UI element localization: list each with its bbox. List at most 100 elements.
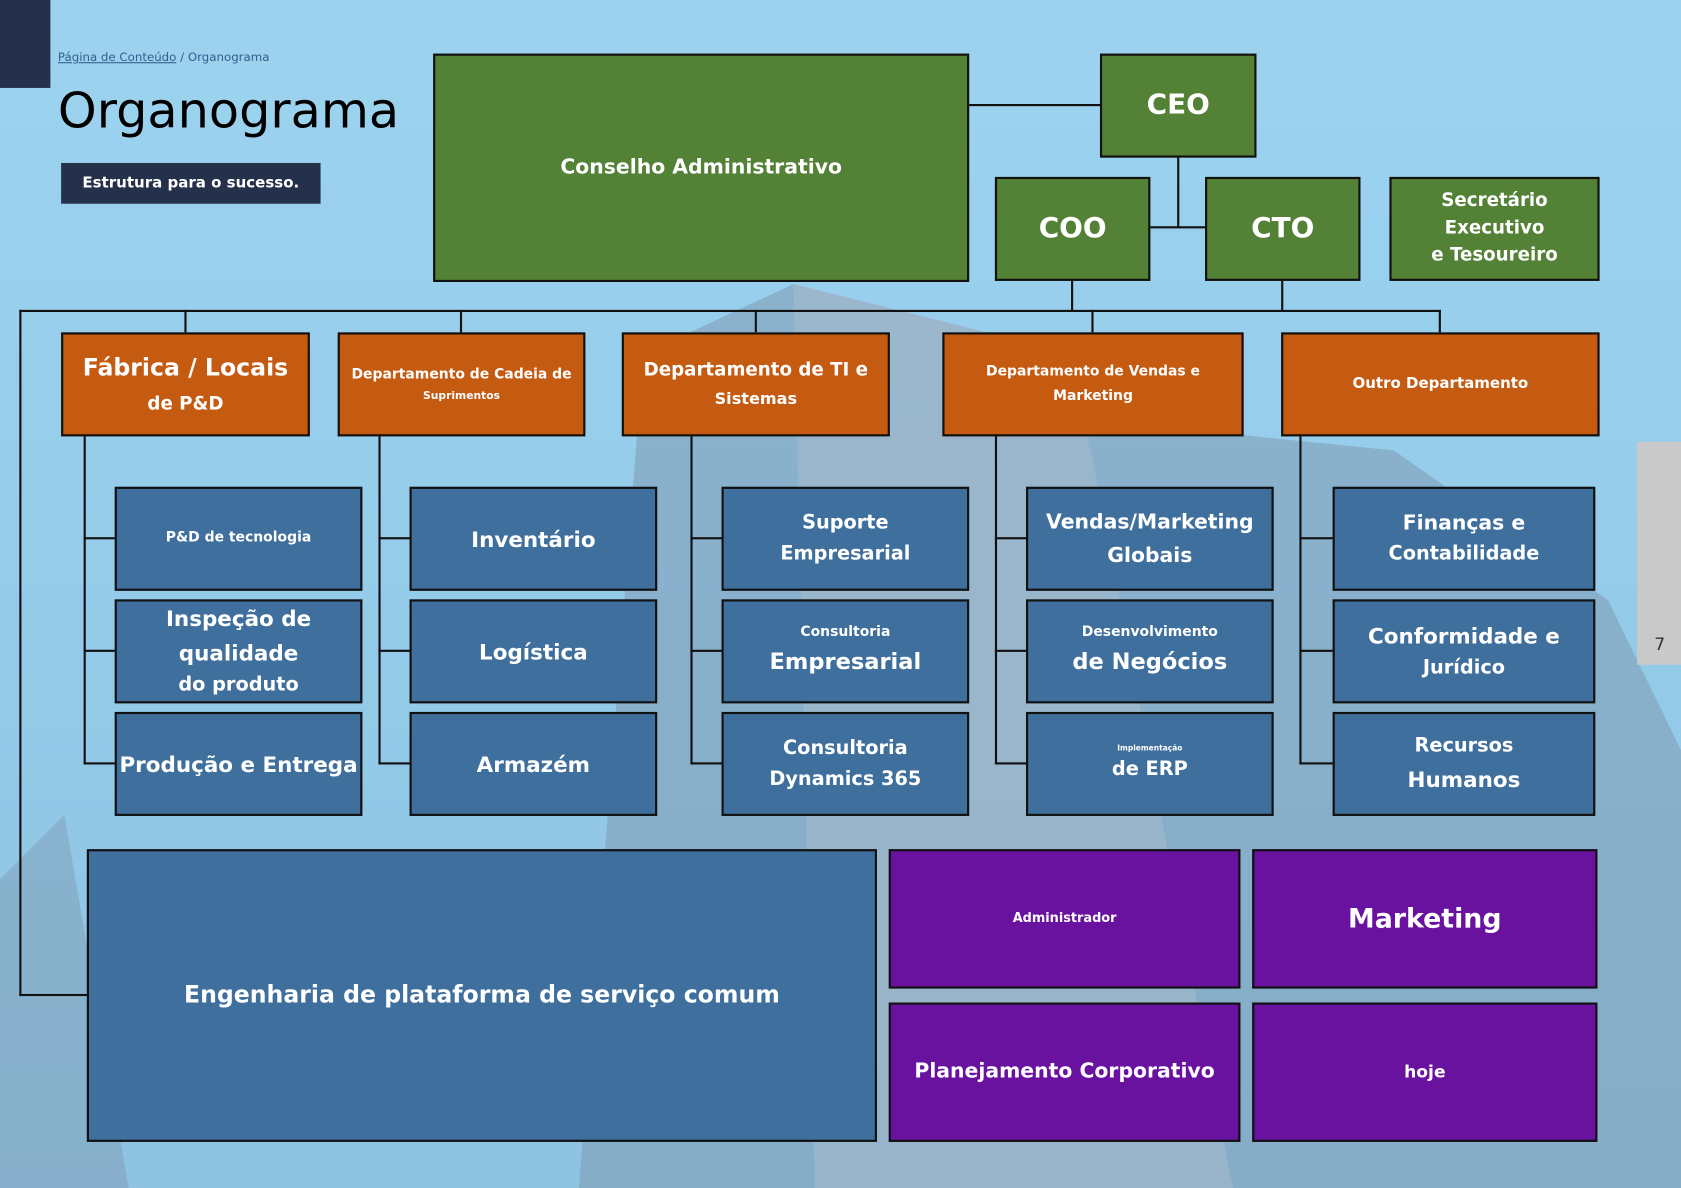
unit-label: de ERP <box>1111 757 1188 781</box>
page-title: Organograma <box>57 81 400 140</box>
department-box: Fábrica / Locais de P&D <box>61 332 310 437</box>
breadcrumb: Página de Conteúdo / Organograma <box>58 50 270 64</box>
unit-label: Finanças e <box>1402 511 1526 535</box>
department-label: Outro Departamento <box>1352 374 1529 392</box>
connector <box>994 762 1026 765</box>
unit-label: Implementação <box>1117 743 1183 753</box>
cto-box: CTO <box>1205 176 1361 281</box>
connector <box>994 537 1026 540</box>
unit-label: de Negócios <box>1072 648 1228 675</box>
cto-label: CTO <box>1251 211 1315 245</box>
department-box: Outro Departamento <box>1281 332 1600 437</box>
connector <box>378 537 410 540</box>
unit-label: Contabilidade <box>1388 542 1540 566</box>
connector <box>1299 537 1333 540</box>
connector <box>19 993 88 997</box>
admin-box: Administrador <box>888 849 1241 989</box>
coo-box: COO <box>994 176 1151 281</box>
admin-label: Administrador <box>1012 910 1117 926</box>
connector <box>1149 226 1206 229</box>
platform-label: Engenharia de plataforma de serviço comu… <box>183 981 780 1009</box>
today-label: hoje <box>1404 1061 1446 1083</box>
board-box: Conselho Administrativo <box>433 53 970 282</box>
connector <box>690 762 722 765</box>
connector <box>19 309 22 997</box>
today-box: hoje <box>1252 1002 1598 1142</box>
unit-label: Suporte <box>802 511 889 534</box>
unit-label: Empresarial <box>769 648 922 675</box>
marketing-box: Marketing <box>1252 849 1598 989</box>
department-label: Fábrica / Locais <box>82 355 289 383</box>
connector <box>690 435 693 765</box>
connector <box>690 537 722 540</box>
unit-label: Armazém <box>476 751 591 777</box>
breadcrumb-link[interactable]: Página de Conteúdo <box>57 50 177 65</box>
connector <box>754 309 757 333</box>
unit-label: P&D de tecnologia <box>165 529 312 546</box>
connector <box>1177 156 1180 228</box>
connector <box>184 309 187 333</box>
unit-label: Inventário <box>471 525 596 552</box>
unit-box: P&D de tecnologia <box>114 486 363 591</box>
marketing-label: Marketing <box>1348 902 1502 934</box>
connector <box>690 649 722 652</box>
department-label: Departamento de TI e <box>643 359 869 381</box>
platform-box: Engenharia de plataforma de serviço comu… <box>86 849 877 1142</box>
page-number: 7 <box>1654 633 1666 655</box>
coo-label: COO <box>1038 211 1107 245</box>
connector <box>378 435 381 765</box>
planning-label: Planejamento Corporativo <box>914 1059 1215 1084</box>
connector <box>1438 309 1441 333</box>
unit-label: Empresarial <box>780 541 911 565</box>
subtitle-banner: Estrutura para o sucesso. <box>61 162 321 204</box>
department-label: Departamento de Cadeia de <box>351 366 572 383</box>
department-label: Departamento de Vendas e Marketing <box>985 363 1200 404</box>
department-box: Departamento de TI e Sistemas <box>621 332 890 437</box>
connector <box>19 309 1441 313</box>
unit-label: Recursos <box>1414 734 1514 758</box>
ceo-box: CEO <box>1099 53 1257 158</box>
unit-label: Jurídico <box>1422 656 1506 679</box>
secretary-line: Secretário Executivo <box>1441 190 1548 239</box>
planning-box: Planejamento Corporativo <box>888 1002 1241 1142</box>
board-label: Conselho Administrativo <box>560 155 842 179</box>
unit-box: Finanças e Contabilidade <box>1332 486 1596 591</box>
secretary-line: e Tesoureiro <box>1431 244 1558 267</box>
secretary-box: Secretário Executivo e Tesoureiro <box>1389 176 1600 281</box>
unit-box: Armazém <box>409 711 658 816</box>
breadcrumb-current: Organograma <box>187 50 270 65</box>
unit-label: Vendas/Marketing <box>1046 510 1254 535</box>
connector <box>1071 279 1074 311</box>
unit-label: Produção e Entrega <box>119 751 358 777</box>
unit-box: Produção e Entrega <box>114 711 363 816</box>
unit-label: do produto <box>178 673 299 696</box>
connector <box>378 649 410 652</box>
connector <box>1299 649 1333 652</box>
ceo-label: CEO <box>1146 88 1210 121</box>
unit-label: Globais <box>1107 543 1193 567</box>
corner-block <box>0 0 51 88</box>
page-tab <box>1637 441 1681 665</box>
department-label: Suprimentos <box>423 390 501 403</box>
department-label: de P&D <box>147 393 224 415</box>
connector <box>83 537 115 540</box>
connector <box>1299 435 1302 765</box>
connector <box>1299 762 1333 765</box>
connector <box>83 762 115 765</box>
department-label: Sistemas <box>714 389 798 409</box>
unit-box: Implementação de ERP <box>1025 711 1274 816</box>
unit-box: Logística <box>409 599 658 704</box>
connector <box>83 649 115 652</box>
unit-label: Consultoria <box>783 736 908 759</box>
connector <box>459 309 463 333</box>
unit-label: Logística <box>479 638 588 665</box>
connector <box>994 649 1026 652</box>
